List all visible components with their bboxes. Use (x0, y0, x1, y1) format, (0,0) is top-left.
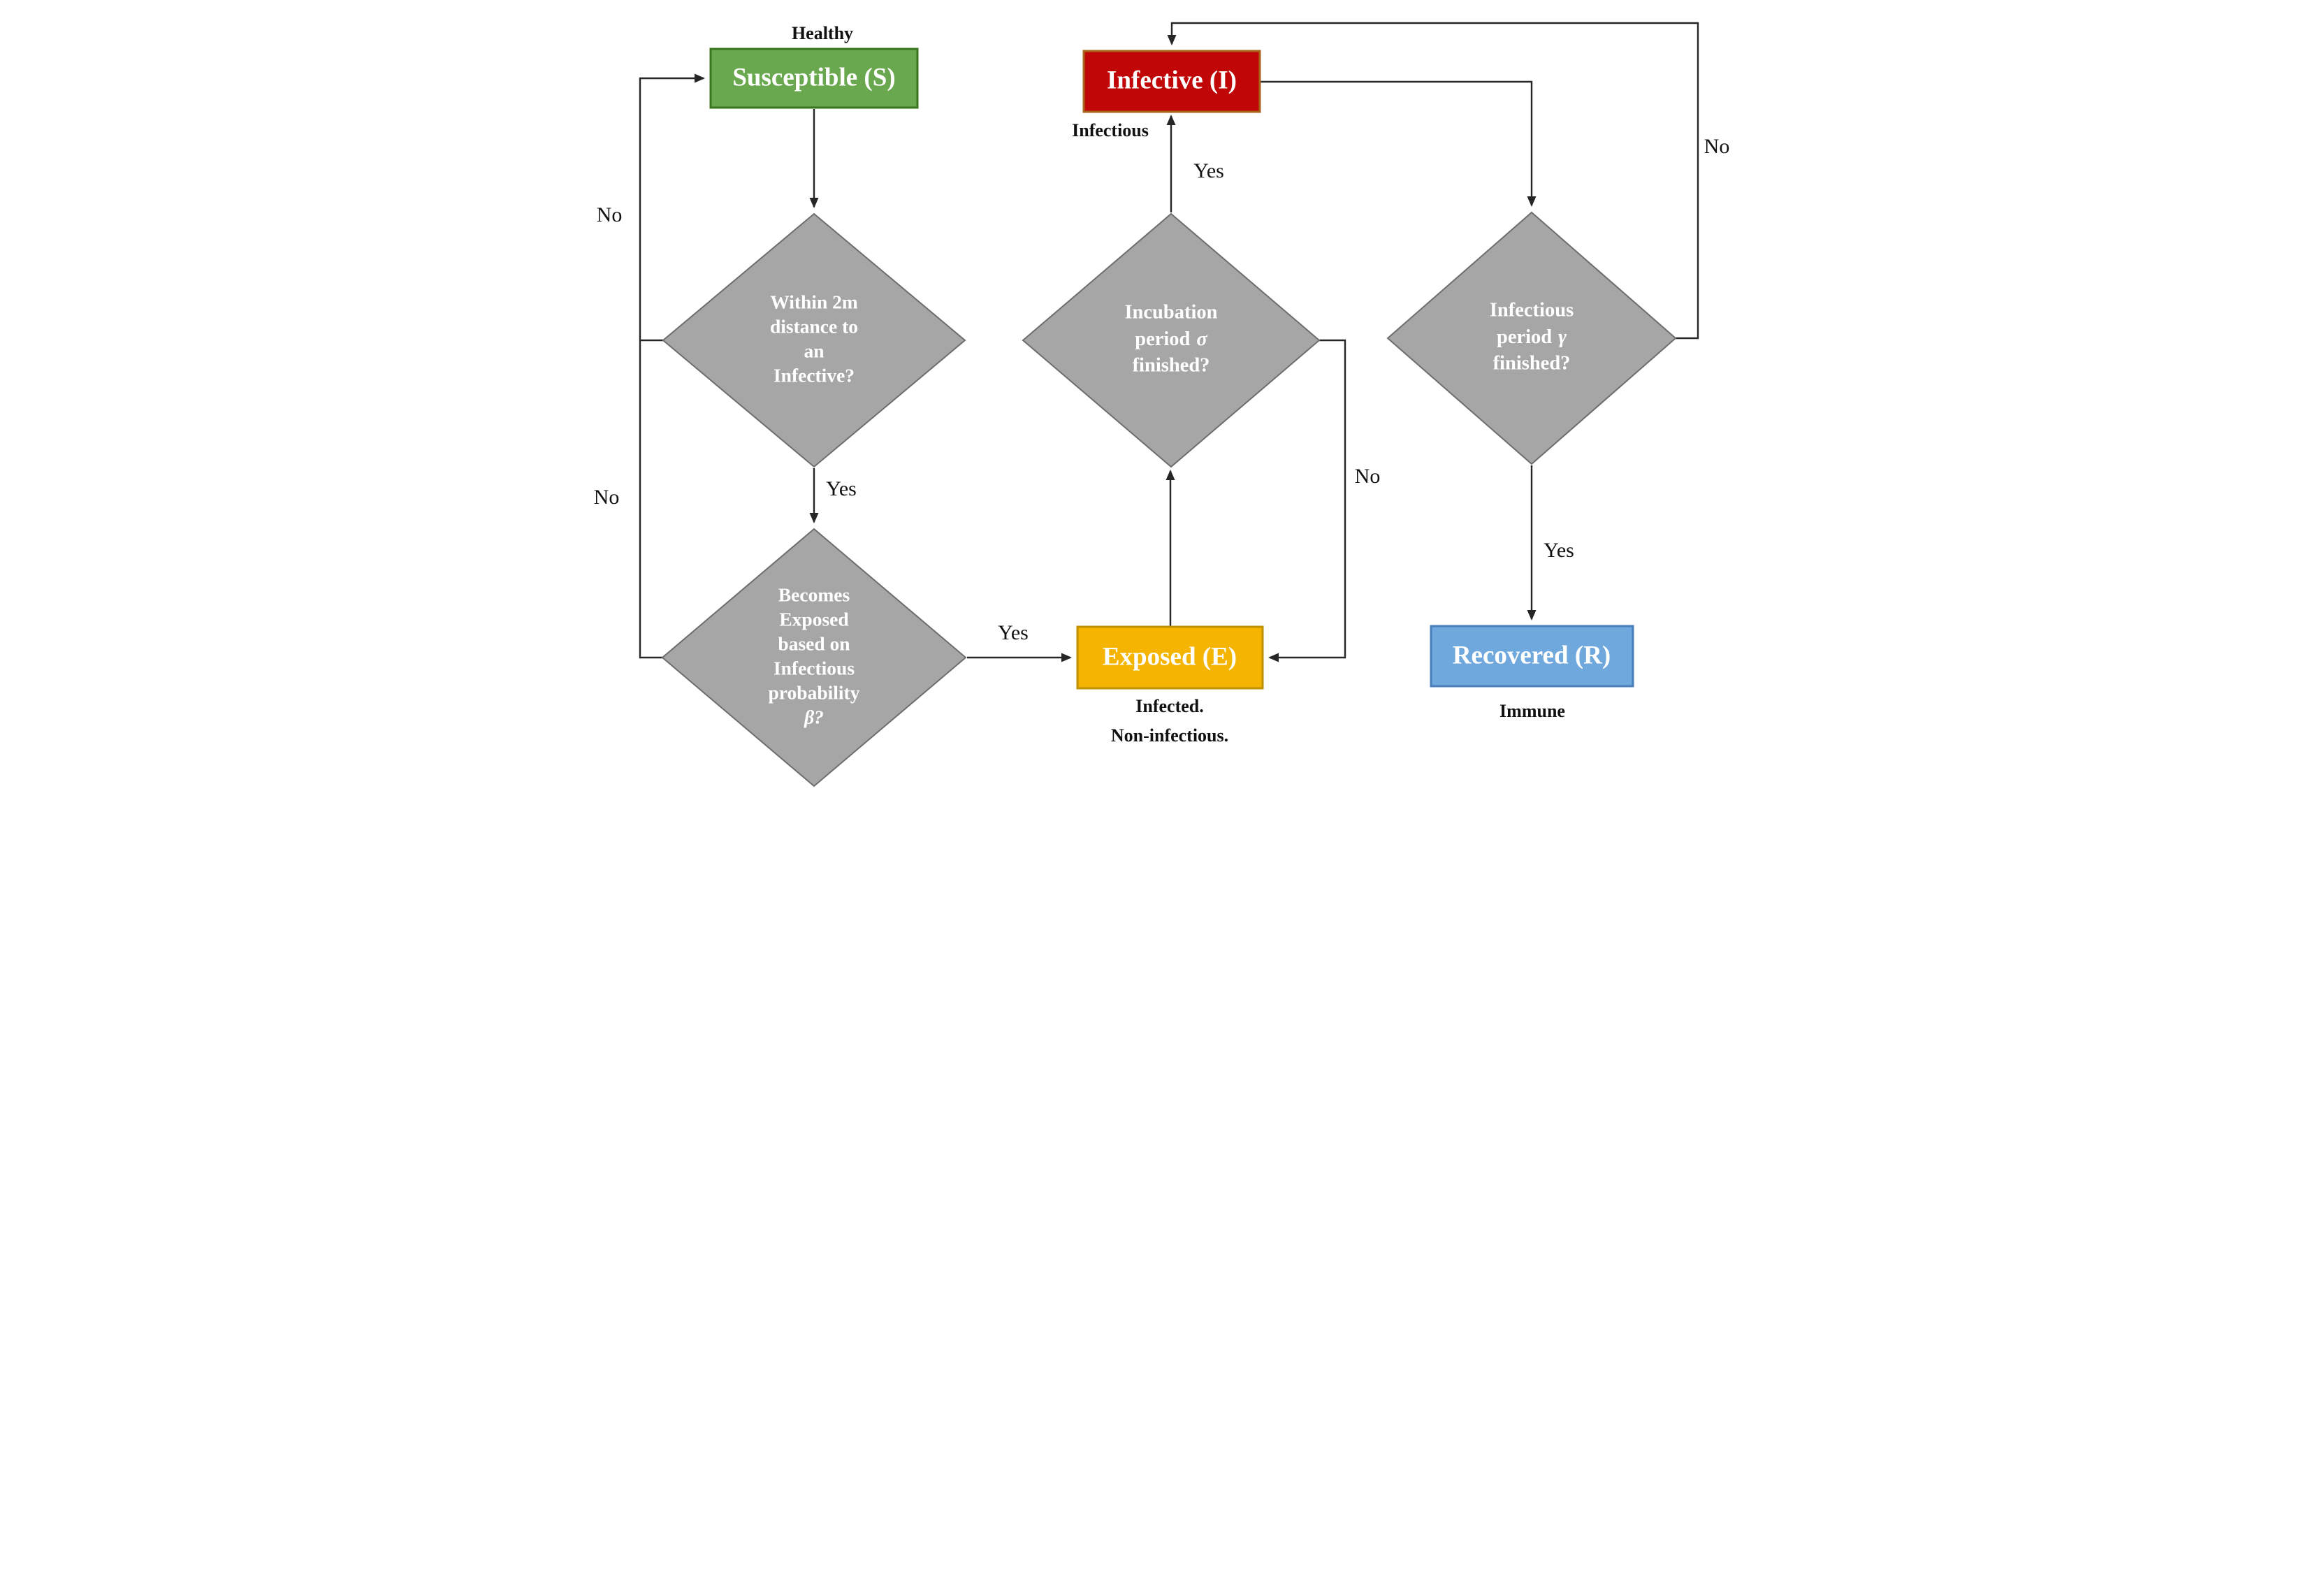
state-exposed: Exposed (E) Infected. Non-infectious. (1076, 625, 1263, 746)
annotation-immune: Immune (1499, 701, 1565, 721)
label-yes-incubation: Yes (1193, 159, 1224, 182)
decision-text-line: finished? (1493, 353, 1570, 375)
decision-text-line: an (804, 340, 824, 361)
decision-text-line: distance to (769, 315, 857, 337)
state-label: Exposed (E) (1102, 642, 1236, 671)
edge-no-return-to-susceptible (639, 73, 705, 659)
state-label: Infective (I) (1107, 66, 1237, 94)
decision-text-line: Infectious (773, 657, 854, 679)
annotation-infected: Infected. (1135, 696, 1203, 716)
annotation-healthy: Healthy (791, 23, 852, 43)
label-no-within2m: No (596, 203, 622, 226)
seir-flowchart: No Yes No Yes Yes No Yes No Within 2m di… (581, 0, 1743, 794)
decision-text-symbol: σ (1196, 328, 1208, 350)
label-no-incubation: No (1354, 465, 1380, 488)
label-yes-infectiousperiod: Yes (1544, 539, 1574, 562)
decision-within-2m: Within 2m distance to an Infective? (661, 212, 966, 468)
state-label: Recovered (R) (1452, 641, 1610, 669)
edge-infective-to-infectiousperiod (1259, 80, 1536, 207)
state-label: Susceptible (S) (732, 63, 895, 92)
state-susceptible: Susceptible (S) Healthy (709, 23, 918, 109)
flowchart-canvas: No Yes No Yes Yes No Yes No Within 2m di… (593, 22, 1729, 788)
decision-text-line: Infective? (773, 364, 854, 386)
decision-text-line: finished? (1132, 355, 1210, 377)
decision-text-line: based on (778, 632, 850, 654)
decision-text-word: period (1135, 328, 1190, 350)
annotation-non-infectious: Non-infectious. (1110, 725, 1228, 746)
label-yes-within2m: Yes (826, 477, 857, 500)
decision-text-line: Within 2m (770, 291, 858, 312)
decision-text-line: Becomes (778, 583, 850, 605)
decision-text-word: period (1496, 326, 1551, 348)
state-recovered: Recovered (R) Immune (1430, 625, 1634, 721)
decision-text-line: Exposed (779, 608, 848, 630)
annotation-infectious: Infectious (1072, 120, 1149, 140)
decision-text-line: Infectious (1489, 300, 1573, 321)
label-no-infectiousperiod: No (1704, 135, 1729, 158)
decision-text-symbol: γ (1558, 326, 1567, 348)
decision-becomes-exposed: Becomes Exposed based on Infectious prob… (660, 528, 967, 788)
state-infective: Infective (I) Infectious (1072, 50, 1261, 140)
label-yes-becomes: Yes (998, 621, 1029, 644)
decision-text-symbol: β? (804, 706, 824, 727)
decision-text-line: probability (768, 681, 859, 703)
edge-infectiousperiod-no-to-infective (1167, 22, 1699, 340)
edge-incubation-no-to-exposed (1268, 339, 1346, 662)
label-no-becomes: No (593, 486, 619, 509)
decision-text-line: Incubation (1124, 302, 1217, 324)
